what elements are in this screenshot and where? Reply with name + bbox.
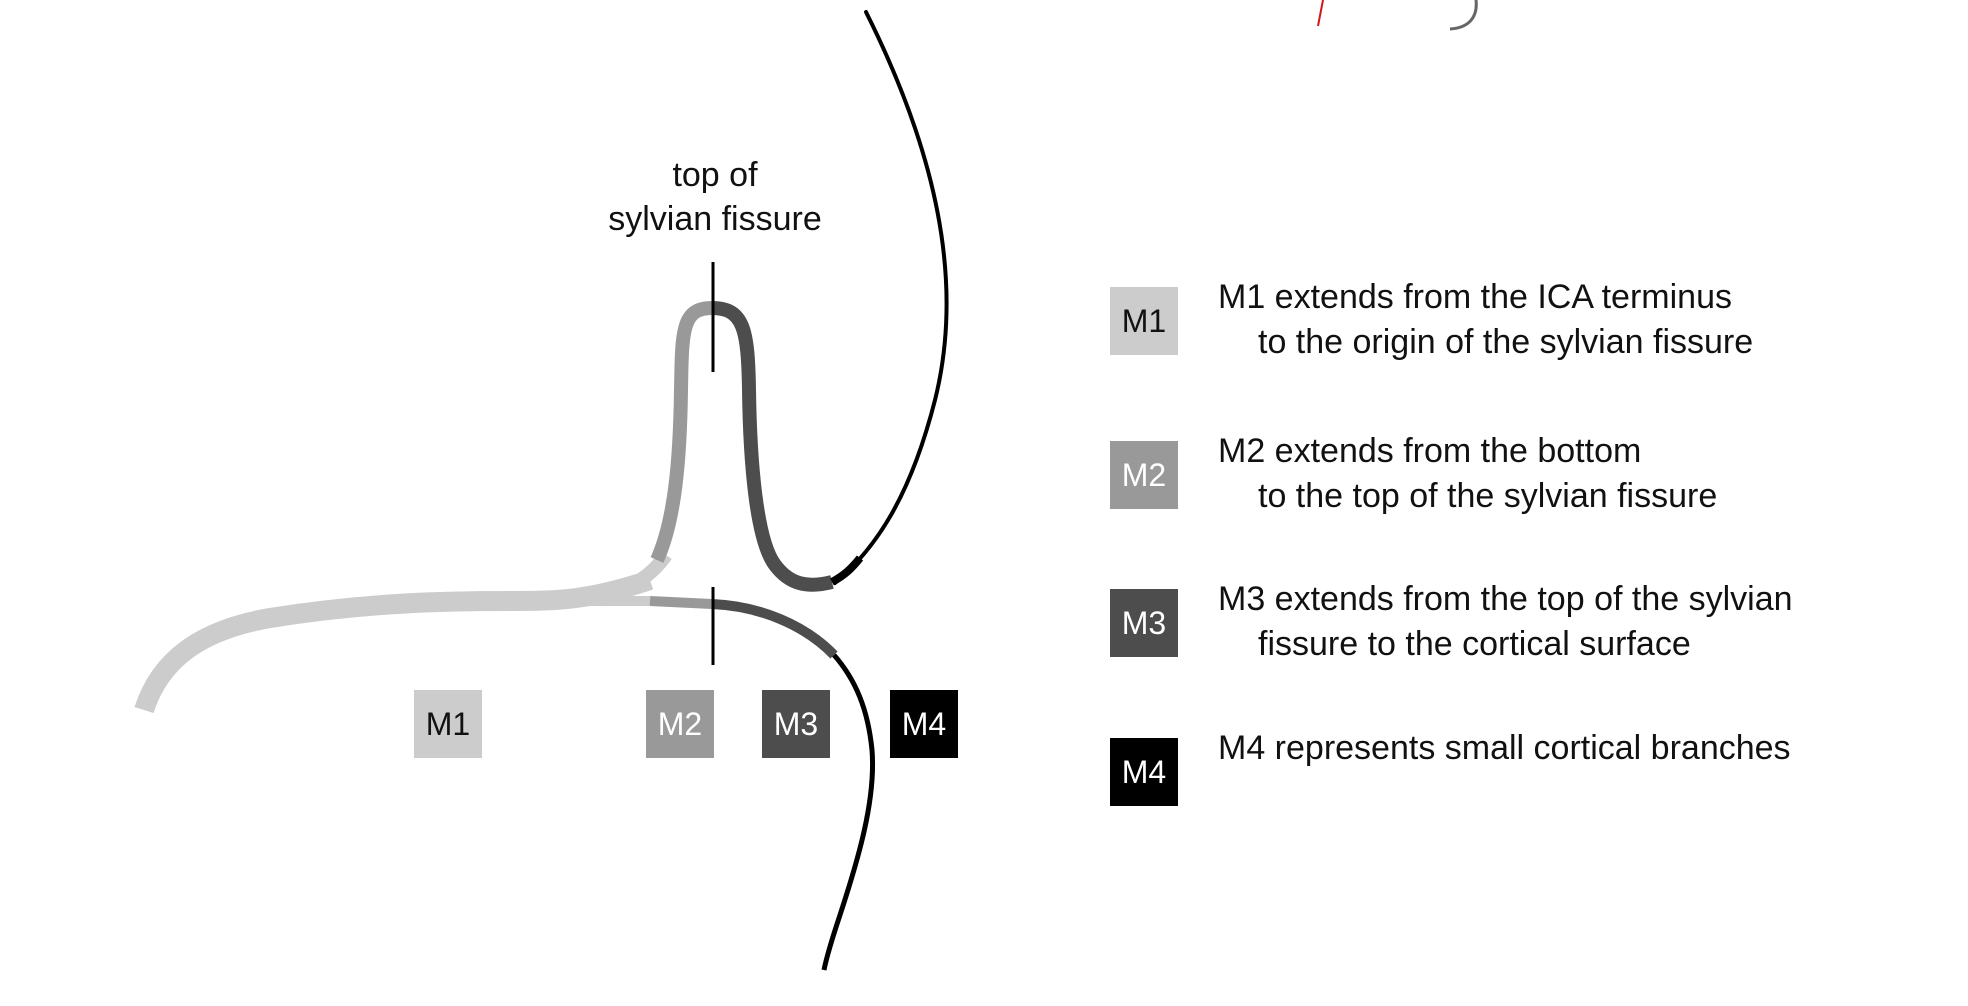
legend-swatch-m4: M4: [1110, 738, 1178, 806]
legend-item-m2: M2 M2 extends from the bottom to the top…: [1110, 432, 1950, 551]
legend-description-m4: M4 represents small cortical branches: [1218, 726, 1791, 771]
vessel-segment-m2-lower: [649, 596, 713, 609]
vessel-segment-m2-ascending: [650, 301, 713, 563]
segment-tag-m4: M4: [890, 690, 958, 758]
segment-tag-m1: M1: [414, 690, 482, 758]
legend-m2-line2: to the top of the sylvian fissure: [1258, 477, 1718, 515]
fissure-top-label-line2: sylvian fissure: [608, 200, 822, 238]
legend-swatch-m2-label: M2: [1121, 456, 1167, 493]
legend-swatch-m3-label: M3: [1121, 604, 1167, 641]
vessel-segment-m3-lower: [711, 599, 838, 659]
vessel-segment-m4-branch: [830, 555, 864, 586]
legend-item-m4: M4 M4 represents small cortical branches: [1110, 729, 1950, 848]
segment-tag-m4-label: M4: [901, 705, 947, 742]
segment-tag-m2: M2: [646, 690, 714, 758]
legend-description-m2: M2 extends from the bottom to the top of…: [1218, 429, 1717, 519]
legend-description-m1: M1 extends from the ICA terminus to the …: [1218, 275, 1753, 365]
legend-description-m3: M3 extends from the top of the sylvian f…: [1218, 577, 1793, 667]
segment-tag-m3-label: M3: [773, 705, 819, 742]
legend-swatch-m1-label: M1: [1121, 302, 1167, 339]
fissure-top-label: top of sylvian fissure: [580, 153, 850, 241]
legend-item-m3: M3 M3 extends from the top of the sylvia…: [1110, 580, 1950, 699]
legend-swatch-m1: M1: [1110, 287, 1178, 355]
legend-m1-line1: M1 extends from the ICA terminus: [1218, 278, 1732, 316]
vessel-segment-m4-lower: [821, 653, 876, 971]
legend-m4-line1: M4 represents small cortical branches: [1218, 729, 1791, 767]
segment-tag-m1-label: M1: [425, 705, 471, 742]
stray-red-mark: [1317, 0, 1324, 27]
stray-gray-mark: [1449, 0, 1478, 31]
legend-swatch-m4-label: M4: [1121, 753, 1167, 790]
legend-m2-line1: M2 extends from the bottom: [1218, 432, 1642, 470]
fissure-top-label-line1: top of: [672, 156, 758, 194]
segment-tag-m2-label: M2: [657, 705, 703, 742]
legend-m3-line1: M3 extends from the top of the sylvian: [1218, 580, 1793, 618]
legend-swatch-m2: M2: [1110, 441, 1178, 509]
legend-m3-line2: fissure to the cortical surface: [1258, 625, 1691, 663]
legend-swatch-m3: M3: [1110, 589, 1178, 657]
segment-tag-m3: M3: [762, 690, 830, 758]
vessel-segment-m3-descending: [711, 301, 834, 592]
legend-item-m1: M1 M1 extends from the ICA terminus to t…: [1110, 278, 1950, 397]
cortical-outline-upper: [833, 10, 949, 585]
legend-m1-line2: to the origin of the sylvian fissure: [1258, 323, 1754, 361]
